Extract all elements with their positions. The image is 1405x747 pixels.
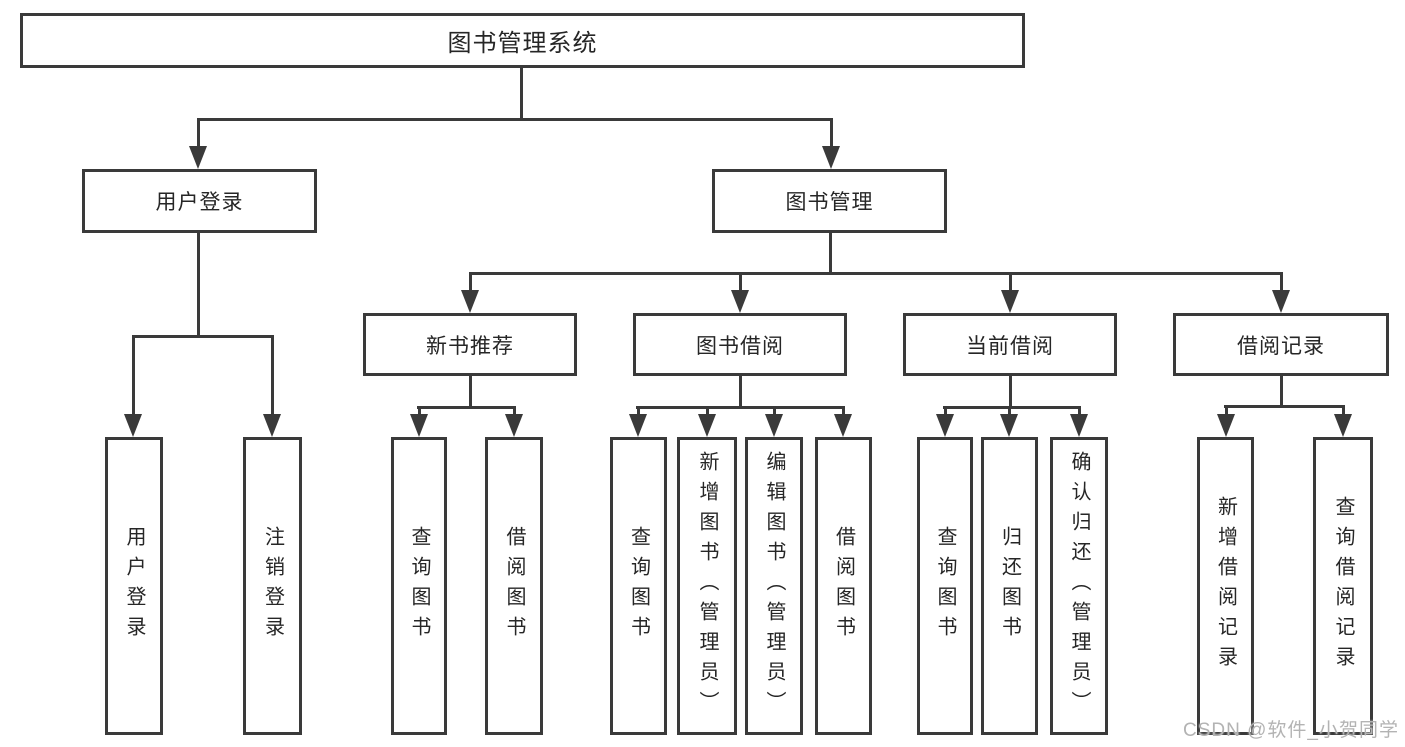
leaf-label: 归还图书 <box>998 526 1021 646</box>
leaf-user-login: 用户登录 <box>105 437 163 735</box>
connector-user-login-bar <box>132 335 274 338</box>
arrow-down-icon <box>263 414 281 437</box>
arrow-down-icon <box>505 414 523 437</box>
connector-shaft <box>842 406 845 416</box>
connector-shaft <box>1342 405 1345 416</box>
leaf-query-books: 查询图书 <box>391 437 447 735</box>
connector-shaft <box>418 406 421 416</box>
csdn-watermark: CSDN @软件_小贺同学 <box>1183 720 1399 741</box>
connector-root-stem <box>520 68 523 120</box>
connector-shaft <box>637 406 640 416</box>
leaf-query-borrow-record: 查询借阅记录 <box>1313 437 1373 735</box>
leaf-add-borrow-record: 新增借阅记录 <box>1197 437 1254 735</box>
connector-shaft <box>773 406 776 416</box>
arrow-down-icon <box>189 146 207 169</box>
connector-shaft <box>739 272 742 292</box>
connector-bar <box>636 406 845 409</box>
node-book-management: 图书管理 <box>712 169 947 233</box>
arrow-down-icon <box>936 414 954 437</box>
connector-user-login-stem <box>197 233 200 337</box>
arrow-down-icon <box>698 414 716 437</box>
arrow-down-icon <box>765 414 783 437</box>
arrow-down-icon <box>1272 290 1290 313</box>
connector-user-login-shaft <box>197 118 200 148</box>
node-current-borrow: 当前借阅 <box>903 313 1117 376</box>
leaf-label: 查询图书 <box>934 526 956 646</box>
leaf-label: 用户登录 <box>123 526 145 646</box>
leaf-label: 借阅图书 <box>503 526 525 646</box>
leaf-label: 查询借阅记录 <box>1332 496 1354 676</box>
connector-shaft <box>1008 406 1011 416</box>
arrow-down-icon <box>1001 290 1019 313</box>
leaf-query-books: 查询图书 <box>917 437 973 735</box>
leaf-label: 编辑图书（管理员） <box>763 451 785 721</box>
node-library-system: 图书管理系统 <box>20 13 1025 68</box>
connector-bar <box>1224 405 1345 408</box>
arrow-down-icon <box>1334 414 1352 437</box>
arrow-down-icon <box>124 414 142 437</box>
connector-bar <box>943 406 1081 409</box>
connector-bar <box>417 406 516 409</box>
connector-shaft <box>513 406 516 416</box>
leaf-borrow-books: 借阅图书 <box>485 437 543 735</box>
connector-shaft <box>271 335 274 416</box>
arrow-down-icon <box>834 414 852 437</box>
node-new-book-recommend: 新书推荐 <box>363 313 577 376</box>
connector-stem <box>1280 376 1283 408</box>
leaf-label: 确认归还（管理员） <box>1068 451 1090 721</box>
leaf-label: 查询图书 <box>627 526 650 646</box>
leaf-label: 查询图书 <box>408 526 430 646</box>
connector-book-mgmt-shaft <box>830 118 833 148</box>
connector-stem <box>1009 376 1012 409</box>
leaf-label: 借阅图书 <box>832 526 855 646</box>
arrow-down-icon <box>822 146 840 169</box>
connector-stem <box>739 376 742 409</box>
leaf-add-books-admin: 新增图书（管理员） <box>677 437 737 735</box>
leaf-return-books: 归还图书 <box>981 437 1038 735</box>
connector-shaft <box>944 406 947 416</box>
connector-book-mgmt-stem <box>829 233 832 275</box>
connector-shaft <box>1009 272 1012 292</box>
node-user-login: 用户登录 <box>82 169 317 233</box>
connector-book-mgmt-bar <box>469 272 1283 275</box>
leaf-label: 新增借阅记录 <box>1214 496 1237 676</box>
arrow-down-icon <box>1070 414 1088 437</box>
connector-root-bar <box>197 118 833 121</box>
leaf-confirm-return-admin: 确认归还（管理员） <box>1050 437 1108 735</box>
leaf-edit-books-admin: 编辑图书（管理员） <box>745 437 803 735</box>
arrow-down-icon <box>1217 414 1235 437</box>
connector-shaft <box>132 335 135 416</box>
connector-stem <box>469 376 472 409</box>
connector-shaft <box>469 272 472 292</box>
arrow-down-icon <box>1000 414 1018 437</box>
arrow-down-icon <box>410 414 428 437</box>
connector-shaft <box>1225 405 1228 416</box>
node-borrow-records: 借阅记录 <box>1173 313 1389 376</box>
arrow-down-icon <box>731 290 749 313</box>
leaf-query-books: 查询图书 <box>610 437 667 735</box>
node-book-borrow: 图书借阅 <box>633 313 847 376</box>
connector-shaft <box>1280 272 1283 292</box>
arrow-down-icon <box>461 290 479 313</box>
connector-shaft <box>706 406 709 416</box>
leaf-borrow-books: 借阅图书 <box>815 437 872 735</box>
leaf-logout: 注销登录 <box>243 437 302 735</box>
arrow-down-icon <box>629 414 647 437</box>
connector-shaft <box>1078 406 1081 416</box>
leaf-label: 新增图书（管理员） <box>696 451 718 721</box>
leaf-label: 注销登录 <box>261 526 284 646</box>
